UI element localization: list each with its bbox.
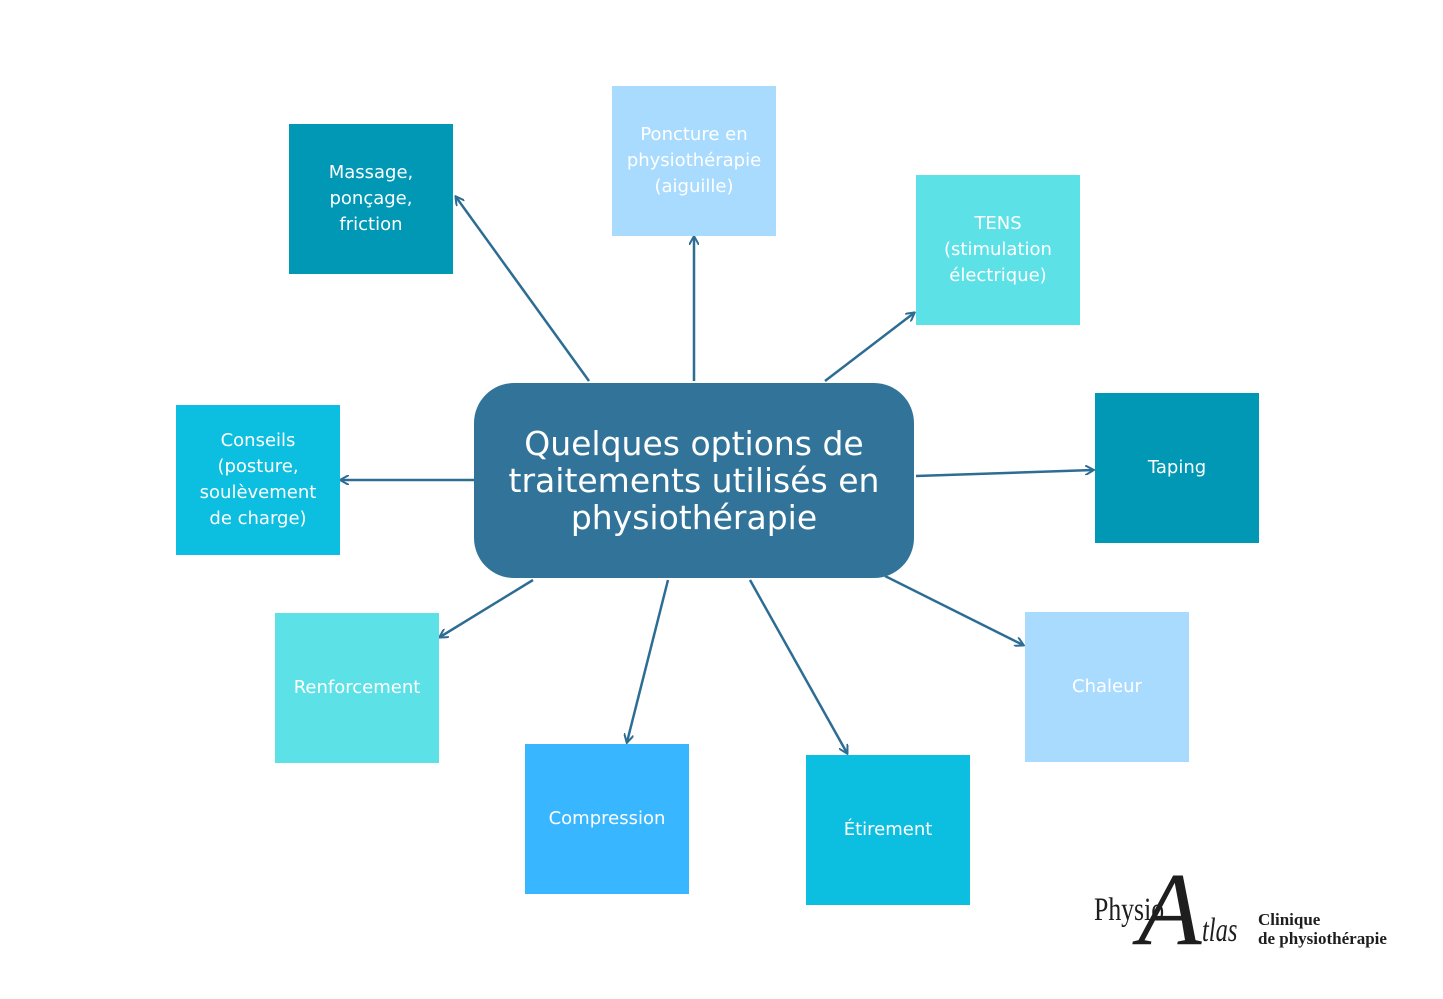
logo-tlas-text: tlas: [1202, 912, 1238, 949]
arrow-to-chaleur: [884, 574, 1023, 645]
logo-clinique-text: Clinique de physiothérapie: [1258, 910, 1387, 948]
logo-a-letter: A: [1138, 852, 1202, 967]
node-massage: Massage, ponçage, friction: [289, 124, 453, 274]
node-tens: TENS (stimulation électrique): [916, 175, 1080, 325]
arrow-to-taping: [915, 470, 1093, 478]
node-compression: Compression: [525, 744, 689, 894]
arrow-to-tens: [824, 313, 914, 382]
node-renforcement: Renforcement: [275, 613, 439, 763]
arrow-to-massage: [456, 197, 591, 382]
node-etirement: Étirement: [806, 755, 970, 905]
node-conseils: Conseils (posture, soulèvement de charge…: [176, 405, 340, 555]
arrow-to-compression: [627, 579, 670, 742]
node-chaleur: Chaleur: [1025, 612, 1189, 762]
node-taping: Taping: [1095, 393, 1259, 543]
arrow-to-etirement: [748, 579, 847, 753]
node-poncture: Poncture en physiothérapie (aiguille): [612, 86, 776, 236]
logo-physio-text: Physio: [1094, 892, 1165, 928]
central-topic: Quelques options de traitements utilisés…: [474, 383, 914, 578]
physioatlas-logo: Physio A tlas Clinique de physiothérapie: [1092, 858, 1422, 962]
arrow-to-renforcement: [440, 578, 534, 637]
